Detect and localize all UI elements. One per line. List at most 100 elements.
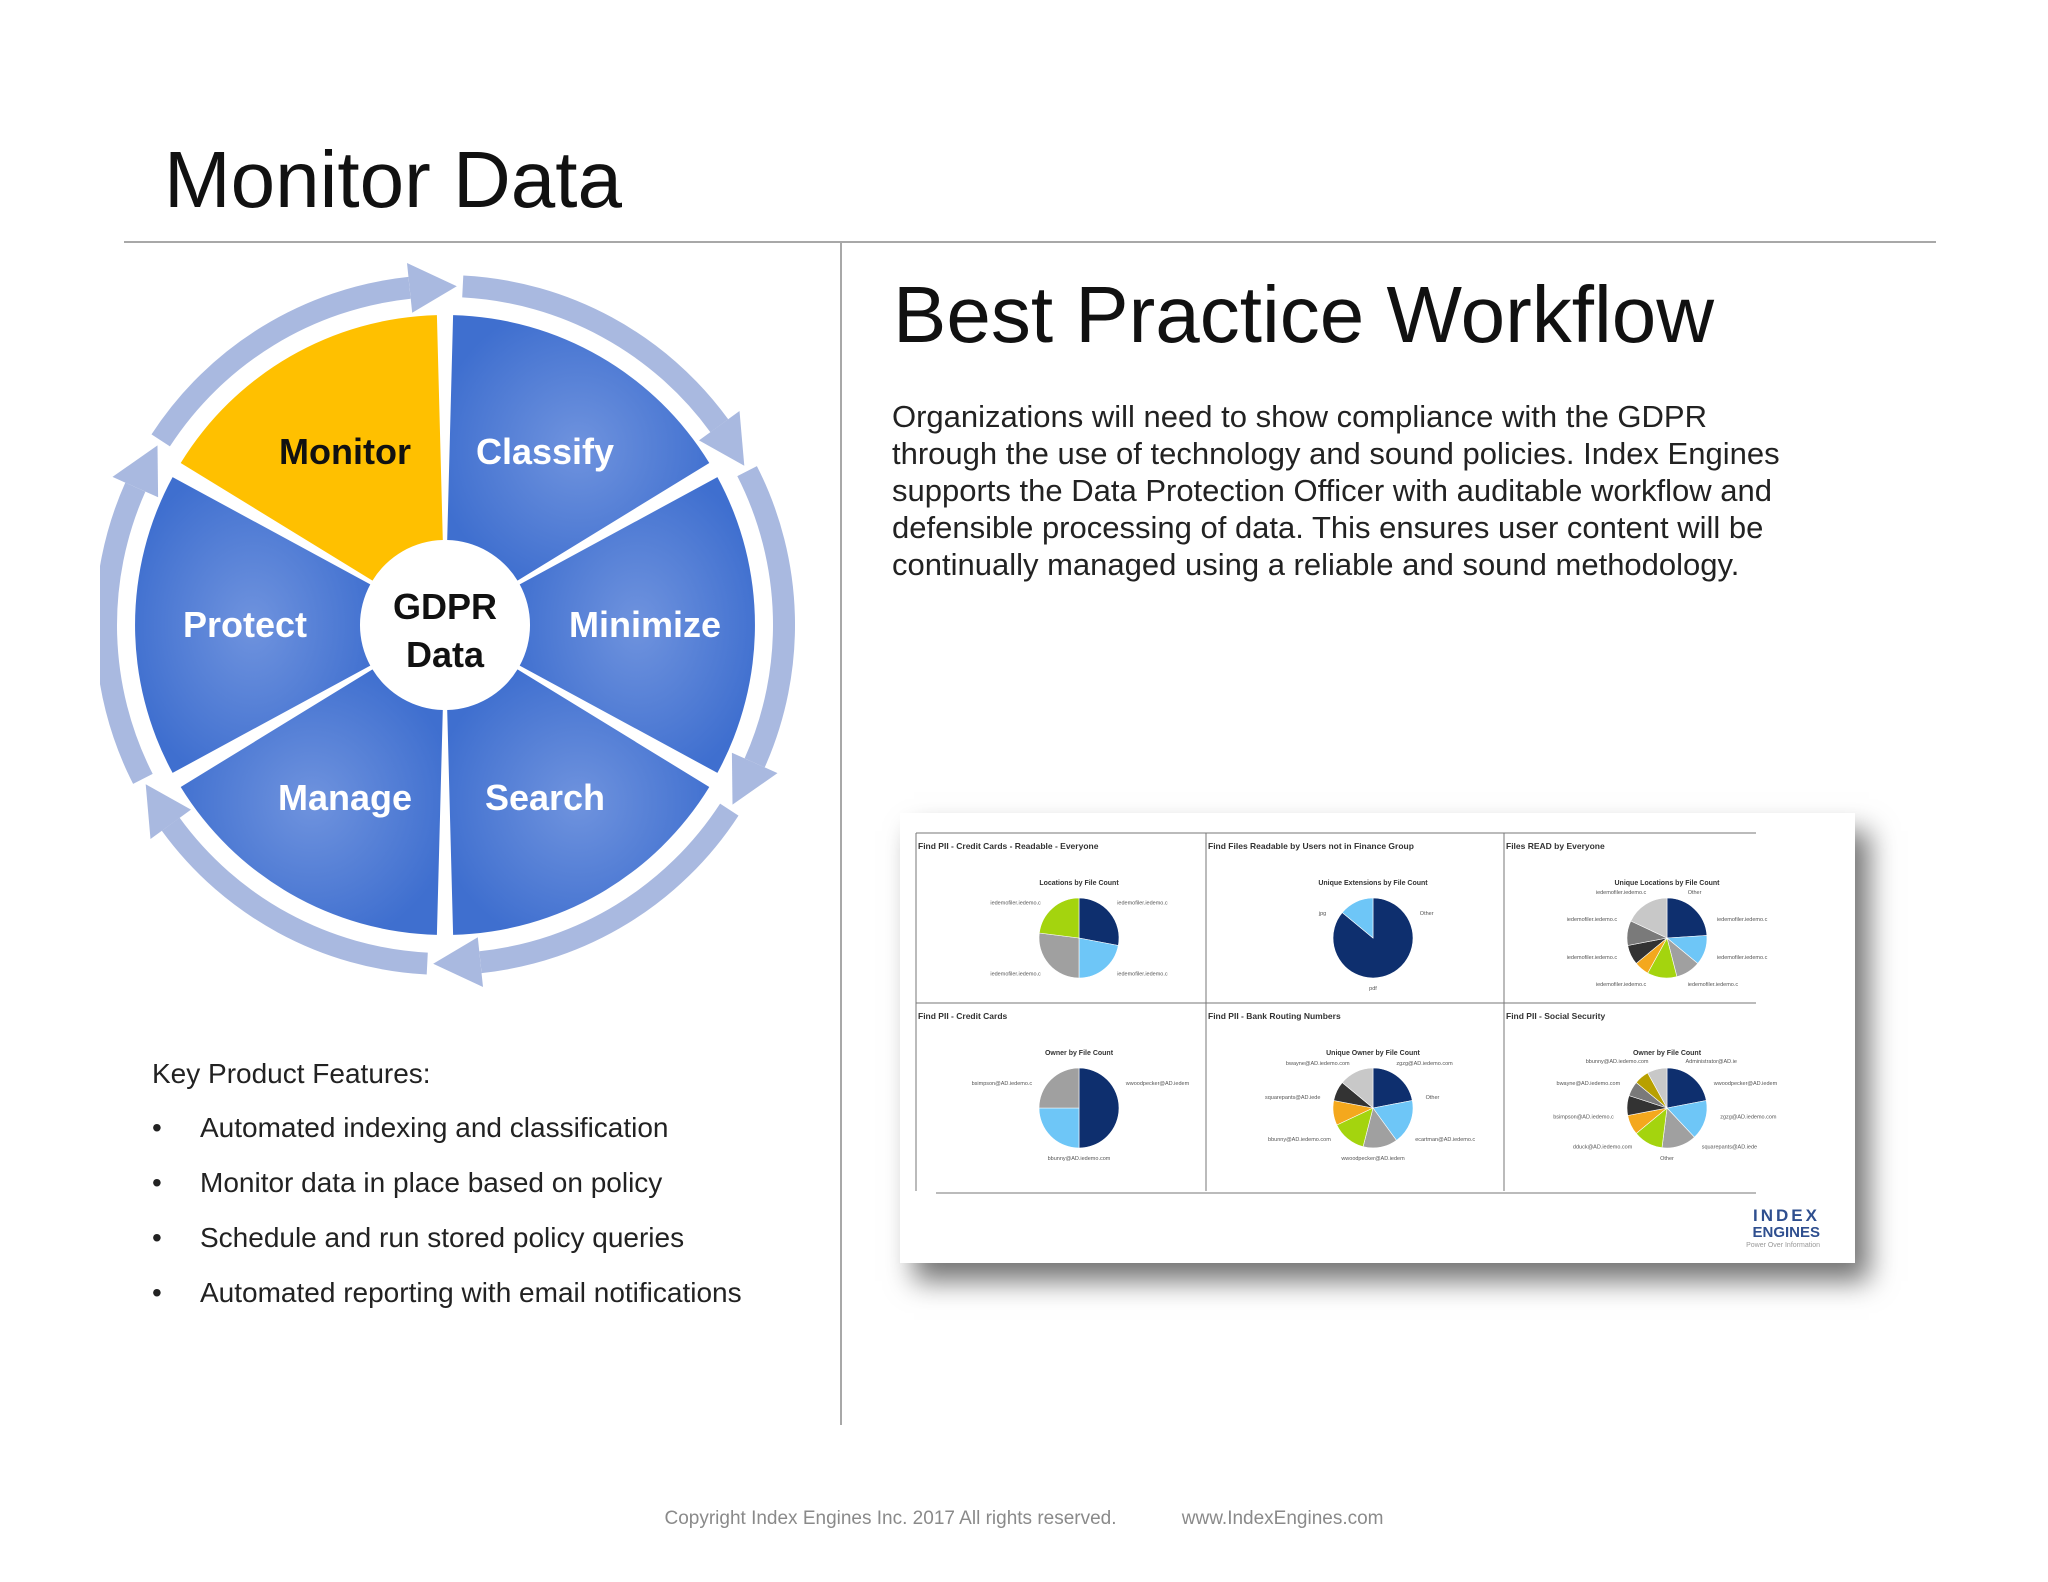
report-dashboard-svg: Find PII - Credit Cards - Readable - Eve… — [900, 813, 1855, 1263]
segment-protect — [135, 477, 371, 773]
pie-slice — [1038, 1067, 1080, 1109]
report-panel-title: Find Files Readable by Users not in Fina… — [1208, 841, 1414, 851]
segment-search — [447, 669, 710, 935]
pie-label: bsimpson@AD.iedemo.c — [972, 1081, 1033, 1087]
pie-label: bwayne@AD.iedemo.com — [1286, 1061, 1350, 1067]
segment-label-classify: Classify — [476, 431, 614, 472]
cycle-arrow-band — [161, 817, 428, 975]
pie-label: wwoodpecker@AD.iedem — [1713, 1081, 1778, 1087]
pie-label: squarepants@AD.iede — [1702, 1144, 1757, 1150]
pie-label: iedemofiler.iedemo.c — [1596, 982, 1647, 988]
pie-label: Other — [1688, 890, 1702, 896]
pie-slice — [1372, 1067, 1413, 1109]
index-engines-logo-line2: ENGINES — [1752, 1224, 1820, 1241]
website-link[interactable]: www.IndexEngines.com — [1181, 1508, 1384, 1529]
pie-slice — [1341, 897, 1374, 939]
pie-label: wwoodpecker@AD.iedem — [1125, 1081, 1190, 1087]
pie-slice — [1666, 1067, 1707, 1109]
pie-label: wwoodpecker@AD.iedem — [1340, 1156, 1405, 1162]
pie-label: bbunny@AD.iedemo.com — [1048, 1156, 1111, 1162]
arrowhead-icon — [699, 411, 745, 466]
report-panel-subtitle: Unique Locations by File Count — [1615, 880, 1721, 887]
center-label-data: Data — [406, 634, 485, 675]
copyright-text: Copyright Index Engines Inc. 2017 All ri… — [664, 1508, 1117, 1529]
pie-label: Administrator@AD.ie — [1686, 1059, 1737, 1065]
report-background — [900, 813, 1855, 1263]
index-engines-logo-tagline: Power Over Information — [1746, 1242, 1820, 1249]
feature-item: • Automated reporting with email notifica… — [152, 1275, 832, 1311]
segment-manage — [180, 669, 443, 935]
pie-label: iedemofiler.iedemo.c — [1717, 955, 1768, 961]
pie-label: Other — [1426, 1095, 1440, 1101]
arrowhead-icon — [145, 784, 191, 839]
pie-slice — [1038, 1107, 1080, 1149]
pie-label: iedemofiler.iedemo.c — [990, 971, 1041, 977]
pie-label: Other — [1420, 911, 1434, 917]
key-features: Key Product Features: • Automated indexin… — [152, 1056, 832, 1330]
pie-slice — [1341, 1067, 1374, 1109]
pie-label: bwayne@AD.iedemo.com — [1557, 1081, 1621, 1087]
segment-label-minimize: Minimize — [569, 604, 721, 645]
pie-label: dduck@AD.iedemo.com — [1573, 1144, 1633, 1150]
arrowhead-icon — [112, 445, 159, 498]
pie-slice — [1078, 937, 1119, 979]
pie-label: iedemofiler.iedemo.c — [1567, 955, 1618, 961]
pie-label: bbunny@AD.iedemo.com — [1586, 1059, 1649, 1065]
pie-label: iedemofiler.iedemo.c — [990, 901, 1041, 907]
feature-text: Schedule and run stored policy queries — [200, 1222, 685, 1253]
pie-label: iedemofiler.iedemo.c — [1717, 917, 1768, 923]
pie-label: bsimpson@AD.iedemo.c — [1553, 1115, 1614, 1121]
workflow-description: Organizations will need to show complian… — [892, 399, 1780, 582]
workflow-title: Best Practice Workflow — [893, 270, 1714, 359]
pie-slice — [1078, 1067, 1120, 1149]
report-panel-subtitle: Unique Owner by File Count — [1326, 1050, 1420, 1057]
cycle-arrow-band — [737, 466, 796, 768]
report-panel-title: Files READ by Everyone — [1506, 841, 1605, 851]
title-divider — [124, 241, 1936, 243]
features-heading: Key Product Features: — [152, 1058, 431, 1089]
segment-label-protect: Protect — [183, 604, 307, 645]
feature-item: • Schedule and run stored policy queries — [152, 1220, 832, 1256]
index-engines-logo-line1: INDEX — [1753, 1206, 1820, 1225]
pie-label: iedemofiler.iedemo.c — [1596, 890, 1647, 896]
cycle-arrow-band — [100, 482, 153, 784]
segment-minimize — [519, 477, 755, 773]
cycle-arrow-band — [479, 803, 739, 974]
feature-item: • Monitor data in place based on policy — [152, 1165, 832, 1201]
footer: Copyright Index Engines Inc. 2017 All ri… — [0, 1508, 2048, 1530]
bullet-icon: • — [152, 1222, 162, 1253]
feature-item: • Automated indexing and classification — [152, 1110, 832, 1146]
report-panel-title: Find PII - Bank Routing Numbers — [1208, 1011, 1341, 1021]
pie-label: iedemofiler.iedemo.c — [1117, 901, 1168, 907]
pie-label: pdf — [1369, 986, 1377, 992]
feature-text: Monitor data in place based on policy — [200, 1167, 663, 1198]
pie-slice — [1078, 897, 1120, 946]
cycle-arrow-band — [462, 275, 729, 433]
report-dashboard-screenshot: Find PII - Credit Cards - Readable - Eve… — [900, 813, 1855, 1263]
bullet-icon: • — [152, 1277, 162, 1308]
segment-label-monitor: Monitor — [279, 431, 411, 472]
pie-label: iedemofiler.iedemo.c — [1688, 982, 1739, 988]
pie-label: zgzg@AD.iedemo.com — [1396, 1061, 1453, 1067]
report-panel-title: Find PII - Social Security — [1506, 1011, 1605, 1021]
bullet-icon: • — [152, 1167, 162, 1198]
report-panel-title: Find PII - Credit Cards - Readable - Eve… — [918, 841, 1099, 851]
segment-monitor — [180, 315, 443, 581]
segment-label-manage: Manage — [278, 777, 412, 818]
report-panel-subtitle: Owner by File Count — [1633, 1050, 1702, 1057]
pie-slice — [1372, 1100, 1414, 1141]
pie-slice — [1038, 932, 1080, 979]
pie-label: jpg — [1318, 911, 1326, 917]
pie-slice — [1038, 897, 1080, 939]
pie-label: zgzg@AD.iedemo.com — [1720, 1115, 1777, 1121]
cycle-arrow-band — [151, 276, 411, 447]
pie-slice — [1666, 897, 1708, 939]
feature-text: Automated reporting with email notificat… — [200, 1277, 742, 1308]
pie-label: ecartman@AD.iedemo.c — [1415, 1137, 1475, 1143]
pie-label: iedemofiler.iedemo.c — [1567, 917, 1618, 923]
bullet-icon: • — [152, 1112, 162, 1143]
feature-text: Automated indexing and classification — [200, 1112, 669, 1143]
pie-slice — [1647, 1067, 1668, 1109]
